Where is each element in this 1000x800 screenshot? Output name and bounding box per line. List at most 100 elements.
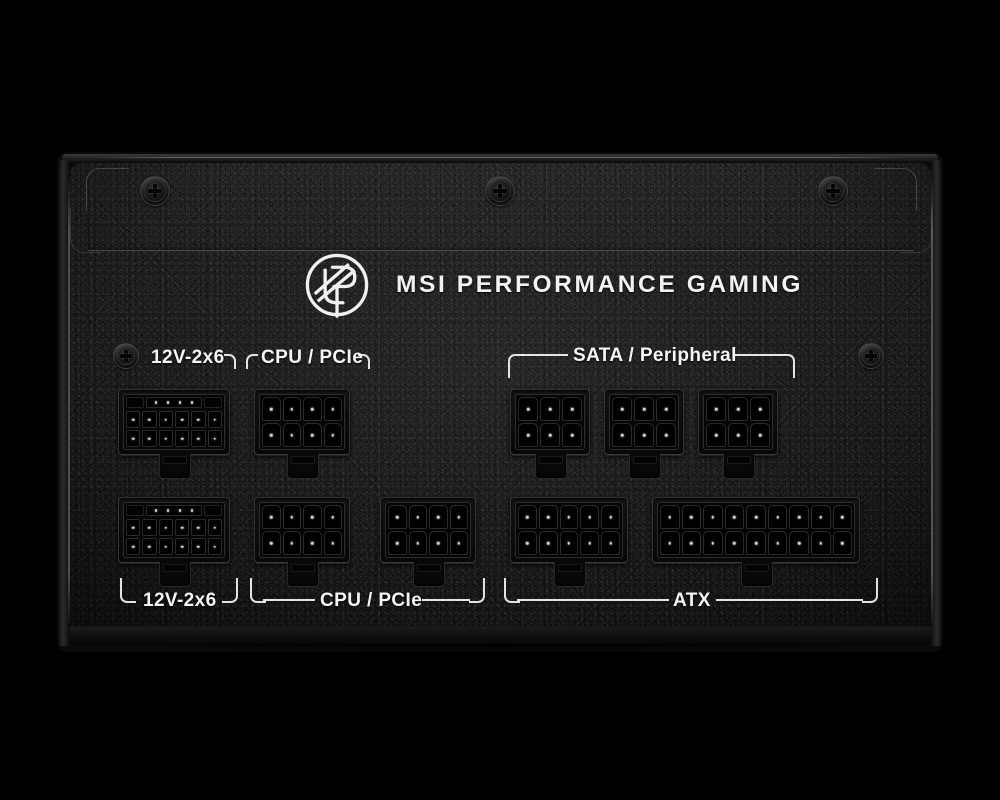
connector-pin	[518, 397, 538, 421]
connector-pin	[142, 538, 157, 555]
connector-pin	[429, 505, 448, 529]
connector-pin	[656, 423, 676, 447]
connector-cpu-pcie-bot-1[interactable]	[254, 497, 350, 563]
connector-pin	[126, 411, 141, 428]
connector-pin	[126, 430, 141, 447]
label-cpu-pcie-top: CPU / PCIe	[261, 347, 364, 368]
connector-pin	[174, 519, 190, 536]
connector-body	[123, 502, 225, 558]
sense-pin	[190, 509, 194, 512]
screw-mid-right	[858, 343, 884, 369]
label-sata-peripheral: SATA / Peripheral	[573, 345, 737, 366]
brand-lockup: MSI PERFORMANCE GAMING	[300, 248, 803, 322]
screw-slot-horizontal	[148, 189, 162, 193]
latch-tab-cpu-pcie-bot-2	[413, 562, 445, 587]
latch-tab-sata-1	[535, 454, 567, 479]
connector-pin	[142, 519, 157, 536]
connector-pin	[634, 397, 654, 421]
sense-pin	[178, 401, 182, 404]
screw-top-right	[818, 176, 848, 206]
connector-pin	[449, 531, 468, 555]
connector-pin	[681, 505, 702, 529]
connector-pin	[158, 519, 173, 536]
connector-pin	[706, 423, 726, 447]
connector-pin	[262, 397, 281, 421]
connector-atx-10pin[interactable]	[510, 497, 628, 563]
chassis-bottom-band	[70, 626, 931, 646]
connector-pin	[767, 531, 788, 555]
connector-pin	[282, 423, 301, 447]
connector-pin	[303, 531, 322, 555]
connector-cpu-pcie-bot-2[interactable]	[380, 497, 476, 563]
pin-row	[262, 423, 342, 447]
chassis-rail-highlight-left	[68, 176, 70, 626]
faceplate-top-step	[88, 166, 914, 251]
connector-pin	[559, 531, 579, 555]
latch-tab-12v-2x6-top	[159, 454, 191, 479]
faceplate-step-corner-right	[874, 168, 917, 211]
connector-pin	[750, 423, 770, 447]
connector-pin	[703, 505, 723, 529]
sense-pad-left	[126, 505, 145, 516]
pin-row	[518, 531, 620, 555]
connector-12v-2x6-bottom[interactable]	[118, 497, 230, 563]
connector-pin	[518, 531, 537, 555]
connector-sata-3[interactable]	[698, 389, 778, 455]
connector-pin	[746, 531, 766, 555]
screw-slot-horizontal	[865, 354, 877, 358]
pin-row	[706, 423, 770, 447]
pin-row	[660, 531, 853, 555]
connector-pin	[207, 430, 222, 447]
connector-pin	[262, 505, 281, 529]
latch-tab-atx-10pin	[554, 562, 586, 587]
connector-12v-2x6-top[interactable]	[118, 389, 230, 455]
connector-pin	[408, 531, 427, 555]
sense-pin	[154, 509, 158, 512]
sense-pin	[166, 401, 170, 404]
connector-pin	[767, 505, 788, 529]
connector-cpu-pcie-top[interactable]	[254, 389, 350, 455]
screw-top-center	[485, 176, 515, 206]
connector-sata-2[interactable]	[604, 389, 684, 455]
pin-row	[126, 519, 222, 536]
connector-pin	[191, 411, 206, 428]
sense-pad-left	[126, 397, 145, 408]
connector-pin	[703, 531, 723, 555]
screw-top-left	[140, 176, 170, 206]
connector-pin	[449, 505, 468, 529]
connector-pin	[158, 411, 173, 428]
sense-pin	[190, 401, 194, 404]
pin-row	[660, 505, 853, 529]
sense-pin	[178, 509, 182, 512]
latch-tab-cpu-pcie-bot-1	[287, 562, 319, 587]
sense-pin-group	[146, 397, 202, 408]
latch-tab-12v-2x6-bottom	[159, 562, 191, 587]
brand-text: MSI PERFORMANCE GAMING	[396, 271, 804, 298]
faceplate-step-inner-right	[901, 208, 932, 253]
connector-pin	[262, 531, 281, 555]
connector-pin	[832, 505, 853, 529]
connector-body	[259, 502, 345, 558]
connector-pin	[559, 505, 579, 529]
pin-row	[706, 397, 770, 421]
connector-pin	[518, 423, 538, 447]
connector-pin	[681, 531, 702, 555]
screw-slot-horizontal	[826, 189, 840, 193]
connector-pin	[601, 505, 620, 529]
pin-row	[388, 531, 468, 555]
connector-pin	[429, 531, 448, 555]
connector-body	[609, 394, 679, 450]
label-12v-2x6-bottom: 12V-2x6	[143, 590, 217, 611]
sense-pin	[166, 509, 170, 512]
connector-pin	[262, 423, 281, 447]
connector-sata-1[interactable]	[510, 389, 590, 455]
connector-pin	[656, 397, 676, 421]
connector-pin	[303, 423, 322, 447]
sense-pin	[154, 401, 158, 404]
connector-atx-18pin[interactable]	[652, 497, 860, 563]
chassis-rail-highlight-right	[931, 176, 933, 626]
pin-row	[262, 505, 342, 529]
connector-body	[515, 502, 623, 558]
connector-pin	[142, 430, 157, 447]
